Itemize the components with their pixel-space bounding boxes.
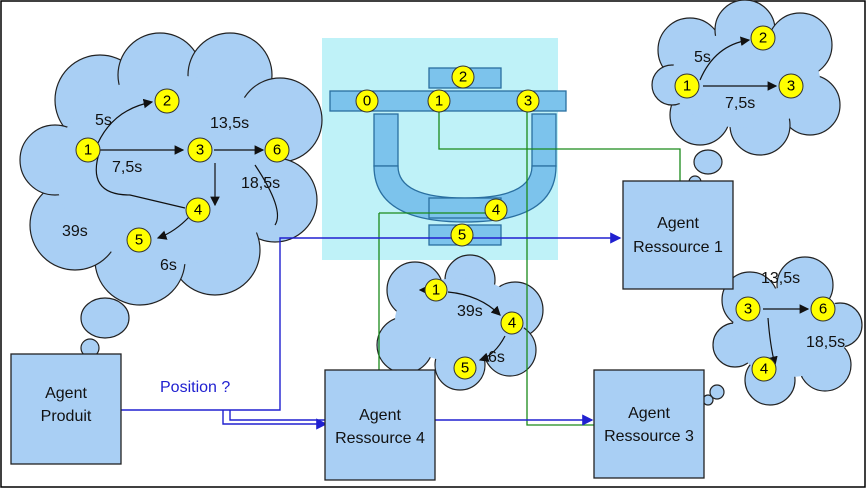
cloud-product xyxy=(19,32,323,306)
cloud-r4-nodes: 1 4 5 xyxy=(424,278,524,380)
cloud-r1-arrows xyxy=(699,36,778,91)
cloud-r1-nodes: 1 2 3 xyxy=(674,25,804,99)
machine-node: 3 xyxy=(524,93,532,110)
cloud-r3-arrows xyxy=(763,304,810,367)
time-label: 5s xyxy=(694,49,711,66)
time-label: 39s xyxy=(457,303,483,320)
graph-node: 2 xyxy=(759,30,767,47)
graph-node: 1 xyxy=(432,282,440,299)
graph-node: 3 xyxy=(196,142,204,159)
agent-r1: Agent Ressource 1 xyxy=(622,180,734,290)
agent-r4-line2: Ressource 4 xyxy=(335,430,425,447)
position-query-label: Position ? xyxy=(160,379,230,396)
graph-node: 4 xyxy=(194,202,202,219)
graph-node: 2 xyxy=(163,93,171,110)
graph-node: 3 xyxy=(744,301,752,318)
machine-node: 1 xyxy=(435,93,443,110)
cloud-r3-times: 13,5s 18,5s xyxy=(761,270,845,351)
machine-node: 0 xyxy=(363,93,371,110)
green-links xyxy=(378,110,681,426)
graph-node: 5 xyxy=(135,232,143,249)
blue-links xyxy=(121,232,622,430)
agent-produit-line1: Agent xyxy=(45,385,87,402)
cloud-product-times: 5s 13,5s 7,5s 18,5s 39s 6s xyxy=(62,112,280,274)
graph-node: 4 xyxy=(508,315,516,332)
cloud-r4 xyxy=(376,254,544,391)
time-label: 18,5s xyxy=(241,175,280,192)
time-label: 13,5s xyxy=(761,270,800,287)
time-label: 13,5s xyxy=(210,115,249,132)
time-label: 6s xyxy=(488,349,505,366)
graph-node: 4 xyxy=(760,361,768,378)
machine-node: 2 xyxy=(459,69,467,86)
agent-r4-line1: Agent xyxy=(359,407,401,424)
time-label: 18,5s xyxy=(806,334,845,351)
agent-r3-line1: Agent xyxy=(628,405,670,422)
agent-r3: Agent Ressource 3 xyxy=(593,369,705,479)
agent-r1-line1: Agent xyxy=(657,215,699,232)
graph-node: 1 xyxy=(683,78,691,95)
time-label: 7,5s xyxy=(725,95,755,112)
time-label: 39s xyxy=(62,223,88,240)
cloud-r3-nodes: 3 6 4 xyxy=(735,296,836,382)
graph-node: 6 xyxy=(273,142,281,159)
agent-r1-line2: Ressource 1 xyxy=(633,239,723,256)
agent-r3-line2: Ressource 3 xyxy=(604,428,694,445)
cloud-r1 xyxy=(651,0,841,156)
cloud-product-arrows xyxy=(94,98,279,240)
machine-node: 5 xyxy=(458,227,466,244)
time-label: 6s xyxy=(160,257,177,274)
time-label: 7,5s xyxy=(112,159,142,176)
agent-produit: Agent Produit xyxy=(10,353,122,465)
machine-node: 4 xyxy=(492,202,500,219)
graph-node: 1 xyxy=(84,142,92,159)
cloud-product-nodes: 1 2 3 4 5 6 xyxy=(75,88,290,253)
cloud-r1-times: 5s 7,5s xyxy=(694,49,755,112)
agent-r4: Agent Ressource 4 xyxy=(324,369,436,481)
graph-node: 3 xyxy=(787,78,795,95)
machine-nodes: 0 1 2 3 4 5 xyxy=(355,65,540,247)
agent-produit-line2: Produit xyxy=(41,408,92,425)
time-label: 5s xyxy=(95,112,112,129)
graph-node: 6 xyxy=(819,301,827,318)
graph-node: 5 xyxy=(461,360,469,377)
cloud-r4-times: 39s 6s xyxy=(457,303,505,366)
